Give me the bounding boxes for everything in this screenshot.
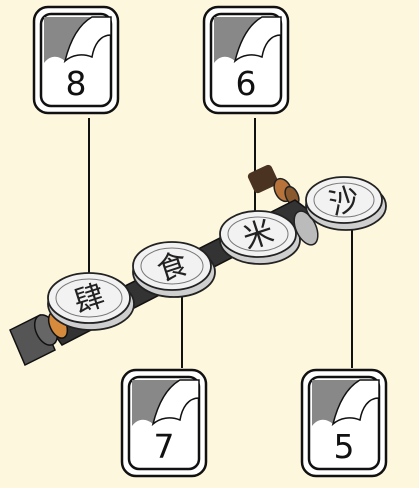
callout-7-number: 7 xyxy=(153,427,175,466)
callout-5-number: 5 xyxy=(333,427,355,466)
page-curl-icon xyxy=(202,5,290,115)
callout-5: 5 xyxy=(300,368,388,478)
page-curl-icon xyxy=(32,5,120,115)
page-curl-icon xyxy=(300,368,388,478)
coin-6: 米 xyxy=(219,210,301,265)
coin-5: 沙 xyxy=(305,176,387,231)
callout-7: 7 xyxy=(120,368,208,478)
callout-8-number: 8 xyxy=(65,64,87,103)
coin-8: 肆 xyxy=(47,272,135,331)
callout-6-number: 6 xyxy=(235,64,257,103)
callout-6: 6 xyxy=(202,5,290,115)
callout-8: 8 xyxy=(32,5,120,115)
coin-7: 食 xyxy=(132,241,216,298)
page-curl-icon xyxy=(120,368,208,478)
